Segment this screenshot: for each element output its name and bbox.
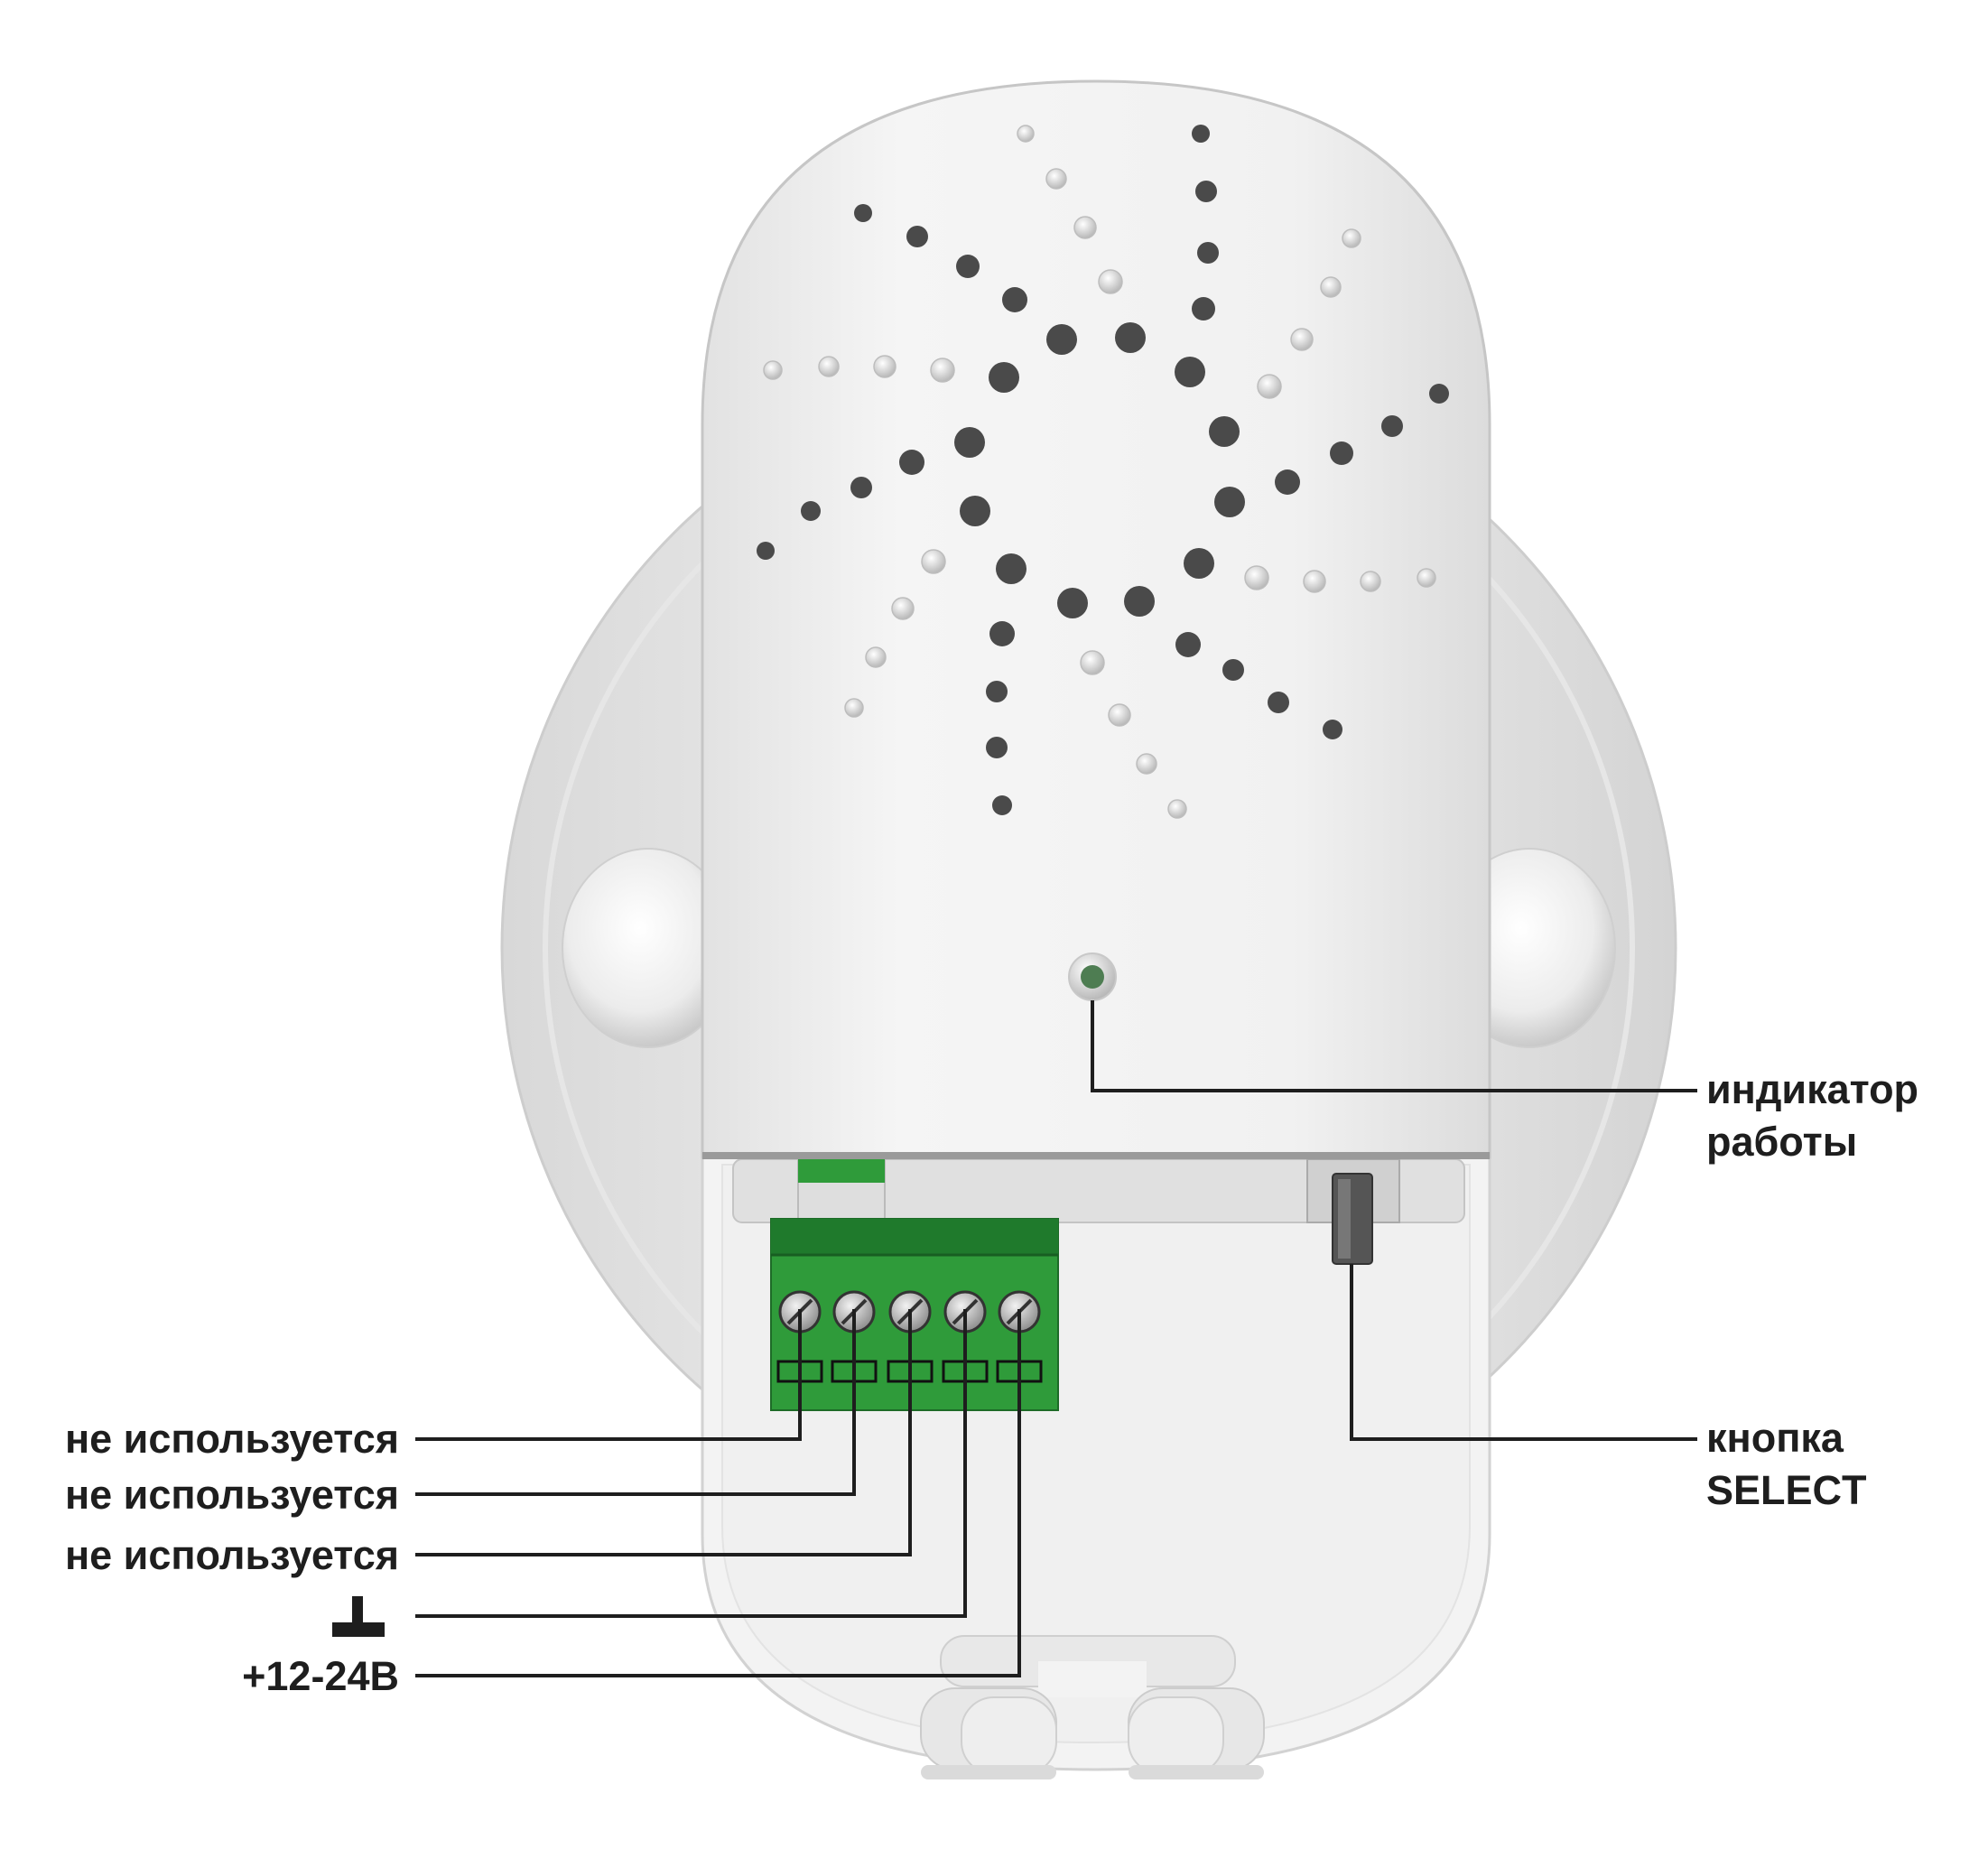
perforation-dot-light [1320,276,1342,298]
perforation-dot-dark [801,501,821,521]
speaker-perforation [757,125,1449,819]
leader-select [1350,1264,1697,1441]
perforation-dot-dark [1175,632,1201,657]
perforation-dot-light [1045,168,1067,190]
select-label-line2: SELECT [1706,1467,1867,1513]
perforation-dot-dark [1429,384,1449,404]
perforation-dot-dark [854,204,872,222]
perforation-dot-light [1017,125,1035,143]
perforation-dot-light [1136,753,1157,775]
perforation-dot-dark [1192,297,1215,321]
perforation-dot-light [1257,374,1282,399]
perforation-dot-dark [992,795,1012,815]
perforation-dot-dark [989,362,1019,393]
perforation-dot-dark [1195,181,1217,202]
perforation-dot-dark [1192,125,1210,143]
leader-terminal-4 [415,1309,967,1618]
perforation-dot-light [1073,216,1097,239]
indicator-label-line2: работы [1706,1119,1857,1165]
terminal-3-label: не используется [65,1532,399,1578]
perforation-dot-dark [986,681,1008,702]
leader-indicator [1091,1000,1697,1092]
terminal-1-label: не используется [65,1416,399,1462]
perforation-dot-light [1290,328,1314,351]
perforation-dot-dark [996,553,1027,584]
perforation-dot-dark [1124,586,1155,617]
perforation-dot-dark [954,427,985,458]
perforation-dot-light [1244,565,1269,590]
perforation-dot-dark [1214,487,1245,517]
perforation-dot-dark [986,737,1008,758]
perforation-dot-dark [1381,415,1403,437]
perforation-dot-light [1360,571,1381,592]
select-label-line1: кнопка [1706,1415,1844,1461]
leader-terminal-3 [415,1309,912,1556]
cable-clamp [920,1635,1265,1779]
perforation-dot-dark [850,477,872,498]
perforation-dot-dark [1057,588,1088,618]
perforation-dot-light [891,597,915,620]
perforation-dot-dark [1222,659,1244,681]
perforation-dot-dark [1197,242,1219,264]
terminal-2-label: не используется [65,1472,399,1518]
perforation-dot-dark [757,542,775,560]
sensor-cap [701,79,1491,1159]
perforation-dot-light [844,698,864,718]
perforation-dot-dark [989,621,1015,646]
perforation-dot-dark [960,496,990,526]
leader-lines [415,1000,1697,1677]
indicator-label-line1: индикатор [1706,1066,1918,1112]
perforation-dot-dark [1002,287,1027,312]
ground-symbol-icon [332,1596,385,1637]
perforation-dot-light [1303,570,1326,593]
perforation-dot-dark [1184,548,1214,579]
perforation-dot-light [873,355,896,378]
perforation-dot-light [1080,650,1105,675]
select-button[interactable] [1306,1158,1400,1265]
perforation-dot-dark [1115,322,1146,353]
terminal-5-label: +12-24В [242,1653,399,1699]
leader-terminal-5 [415,1309,1021,1677]
perforation-dot-light [921,549,946,574]
perforation-dot-light [1167,799,1187,819]
perforation-dot-light [930,358,955,383]
perforation-dot-light [1108,703,1131,727]
leader-terminal-2 [415,1309,856,1496]
perforation-dot-light [818,356,840,377]
status-led [1068,952,1117,1001]
perforation-dot-dark [1046,324,1077,355]
perforation-dot-light [1342,228,1361,248]
leader-terminal-1 [415,1309,802,1441]
cap-bottom-edge [702,1152,1490,1159]
perforation-dot-dark [1330,441,1353,465]
perforation-dot-light [763,360,783,380]
perforation-dot-light [865,646,887,668]
perforation-dot-dark [906,226,928,247]
perforation-dot-dark [1175,357,1205,387]
perforation-dot-light [1417,568,1436,588]
perforation-dot-dark [1268,692,1289,713]
perforation-dot-dark [1209,416,1240,447]
perforation-dot-light [1098,269,1123,294]
perforation-dot-dark [899,450,924,475]
perforation-dot-dark [1275,469,1300,495]
perforation-dot-dark [1323,720,1342,739]
perforation-dot-dark [956,255,980,278]
